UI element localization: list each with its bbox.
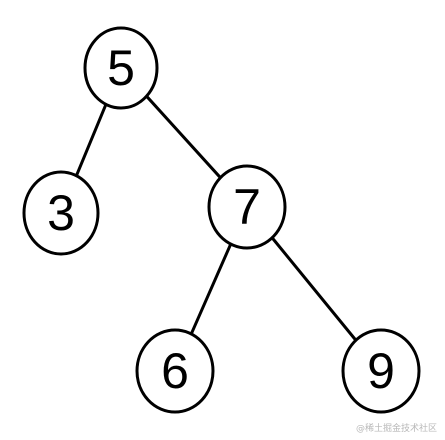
tree-node-circle xyxy=(341,328,421,414)
tree-node-label: 6 xyxy=(161,343,189,399)
tree-node-label: 9 xyxy=(367,343,395,399)
tree-edges xyxy=(74,94,358,342)
tree-node-circle xyxy=(135,328,215,414)
tree-edge-n7-n9 xyxy=(270,236,358,342)
tree-node-6: 6 xyxy=(135,328,215,414)
tree-node-3: 3 xyxy=(22,170,100,256)
tree-node-circle xyxy=(83,26,159,110)
tree-node-circle xyxy=(22,170,100,256)
tree-edge-n5-n7 xyxy=(145,94,222,180)
watermark: @稀土掘金技术社区 xyxy=(355,424,437,434)
tree-node-9: 9 xyxy=(341,328,421,414)
tree-node-5: 5 xyxy=(83,26,159,110)
tree-nodes: 5 3 7 6 9 xyxy=(22,26,421,414)
tree-edge-n7-n6 xyxy=(189,242,233,336)
tree-node-label: 7 xyxy=(233,179,261,235)
tree-node-7: 7 xyxy=(207,164,287,250)
tree-node-label: 5 xyxy=(107,40,135,96)
tree-node-label: 3 xyxy=(47,185,75,241)
tree-edge-n5-n3 xyxy=(74,102,108,178)
tree-node-circle xyxy=(207,164,287,250)
